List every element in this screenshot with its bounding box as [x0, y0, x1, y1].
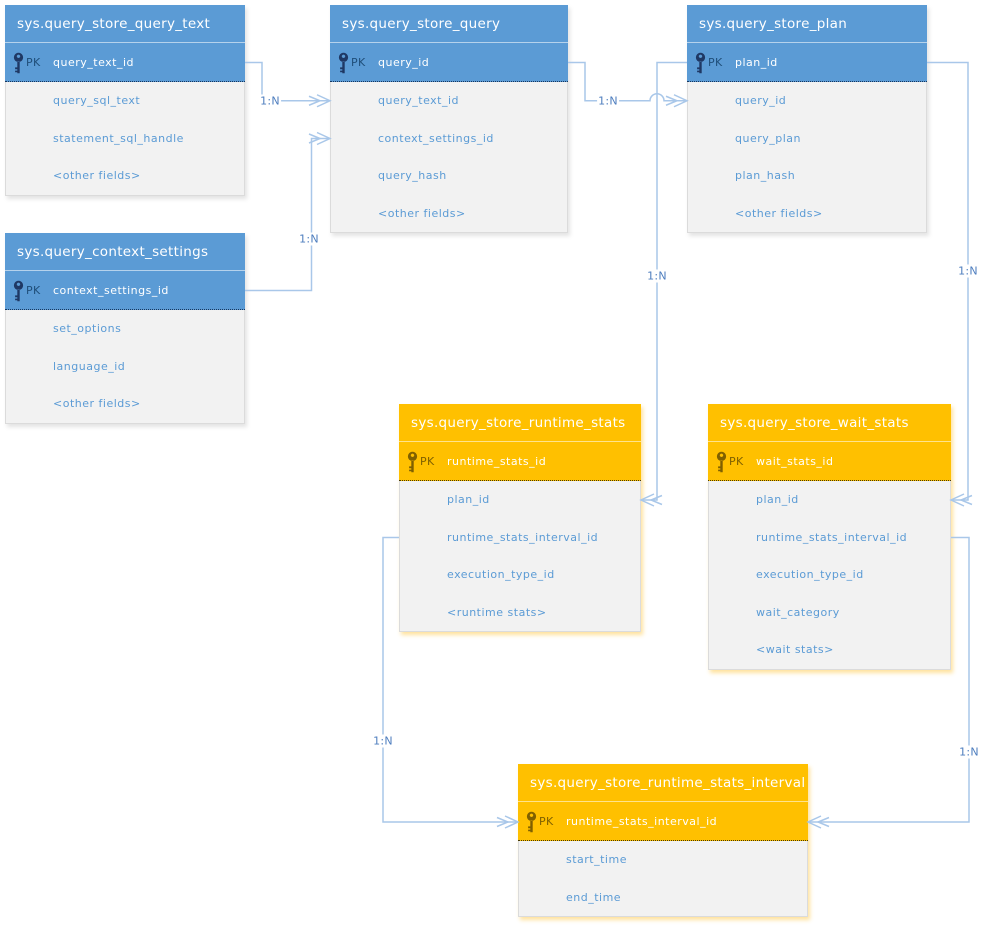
connector-query-to-plan: [568, 61, 689, 108]
pk-field-name: query_text_id: [53, 55, 135, 69]
field-row: statement_sql_handle: [53, 131, 184, 145]
key-icon: [338, 52, 349, 74]
pk-field-name: query_id: [378, 55, 430, 69]
key-icon: [407, 451, 418, 473]
field-row: plan_id: [447, 493, 490, 507]
pk-row: PK query_id: [330, 43, 568, 82]
pk-label: PK: [26, 283, 41, 297]
pk-row: PK runtime_stats_id: [399, 442, 641, 481]
field-row: query_sql_text: [53, 94, 141, 108]
field-list: set_options language_id <other fields>: [5, 310, 245, 424]
table-title: sys.query_store_wait_stats: [708, 404, 951, 442]
table-title: sys.query_store_plan: [687, 5, 927, 43]
entity-table-query-context-settings: sys.query_context_settings PK context_se…: [5, 233, 245, 424]
pk-row: PK query_text_id: [5, 43, 245, 82]
entity-table-query-store-wait-stats: sys.query_store_wait_stats PK wait_stats…: [708, 404, 951, 670]
many-arrowhead-icon: [806, 815, 830, 829]
field-list: query_id query_plan plan_hash <other fie…: [687, 82, 927, 233]
pk-field-name: wait_stats_id: [756, 454, 834, 468]
pk-field-name: runtime_stats_id: [447, 454, 547, 468]
field-row: wait_category: [756, 605, 840, 619]
pk-field-name: runtime_stats_interval_id: [566, 814, 718, 828]
cardinality-label: 1:N: [957, 264, 979, 278]
field-list: plan_id runtime_stats_interval_id execut…: [708, 481, 951, 670]
pk-row: PK wait_stats_id: [708, 442, 951, 481]
entity-table-query-store-plan: sys.query_store_plan PK plan_id query_id…: [687, 5, 927, 233]
pk-label: PK: [539, 814, 554, 828]
pk-label: PK: [351, 55, 366, 69]
field-row: end_time: [566, 890, 622, 904]
field-list: start_time end_time: [518, 841, 808, 917]
pk-label: PK: [708, 55, 723, 69]
field-row: <other fields>: [735, 206, 823, 220]
key-icon: [716, 451, 727, 473]
pk-label: PK: [26, 55, 41, 69]
field-list: query_text_id context_settings_id query_…: [330, 82, 568, 233]
key-icon: [13, 280, 24, 302]
entity-table-query-store-runtime-stats-interval: sys.query_store_runtime_stats_interval P…: [518, 764, 808, 917]
field-row: runtime_stats_interval_id: [447, 530, 599, 544]
connector-plan-to-runtime-stats: [639, 61, 687, 507]
pk-field-name: plan_id: [735, 55, 778, 69]
table-title: sys.query_store_runtime_stats_interval: [518, 764, 808, 802]
cardinality-label: 1:N: [372, 734, 394, 748]
table-title: sys.query_store_query: [330, 5, 568, 43]
key-icon: [526, 811, 537, 833]
field-row: <wait stats>: [756, 643, 834, 657]
key-icon: [695, 52, 706, 74]
cardinality-label: 1:N: [958, 745, 980, 759]
field-row: plan_id: [756, 493, 799, 507]
many-arrowhead-icon: [665, 94, 689, 108]
field-row: set_options: [53, 322, 122, 336]
pk-row: PK context_settings_id: [5, 271, 245, 310]
entity-table-query-store-query: sys.query_store_query PK query_id query_…: [330, 5, 568, 233]
field-row: plan_hash: [735, 169, 796, 183]
cardinality-label: 1:N: [646, 269, 668, 283]
field-row: language_id: [53, 359, 126, 373]
field-row: context_settings_id: [378, 131, 494, 145]
connector-contextsettings-to-query: [245, 131, 332, 292]
field-row: <other fields>: [378, 206, 466, 220]
field-row: query_plan: [735, 131, 802, 145]
table-title: sys.query_store_runtime_stats: [399, 404, 641, 442]
many-arrowhead-icon: [496, 815, 520, 829]
many-arrowhead-icon: [308, 94, 332, 108]
connector-querytext-to-query: [245, 61, 332, 108]
field-list: plan_id runtime_stats_interval_id execut…: [399, 481, 641, 632]
field-row: <runtime stats>: [447, 605, 547, 619]
pk-row: PK runtime_stats_interval_id: [518, 802, 808, 841]
pk-label: PK: [729, 454, 744, 468]
field-row: execution_type_id: [756, 568, 864, 582]
pk-row: PK plan_id: [687, 43, 927, 82]
entity-table-query-store-query-text: sys.query_store_query_text PK query_text…: [5, 5, 245, 196]
many-arrowhead-icon: [949, 493, 973, 507]
field-row: start_time: [566, 853, 627, 867]
many-arrowhead-icon: [308, 131, 332, 146]
field-row: <other fields>: [53, 169, 141, 183]
entity-table-query-store-runtime-stats: sys.query_store_runtime_stats PK runtime…: [399, 404, 641, 632]
field-row: query_id: [735, 94, 787, 108]
cardinality-label: 1:N: [259, 94, 281, 108]
field-row: <other fields>: [53, 397, 141, 411]
pk-field-name: context_settings_id: [53, 283, 169, 297]
cardinality-label: 1:N: [597, 94, 619, 108]
field-row: query_text_id: [378, 94, 460, 108]
key-icon: [13, 52, 24, 74]
pk-label: PK: [420, 454, 435, 468]
field-row: execution_type_id: [447, 568, 555, 582]
table-title: sys.query_store_query_text: [5, 5, 245, 43]
field-row: query_hash: [378, 169, 447, 183]
cardinality-label: 1:N: [298, 232, 320, 246]
table-title: sys.query_context_settings: [5, 233, 245, 271]
many-arrowhead-icon: [639, 493, 663, 507]
field-list: query_sql_text statement_sql_handle <oth…: [5, 82, 245, 196]
field-row: runtime_stats_interval_id: [756, 530, 908, 544]
